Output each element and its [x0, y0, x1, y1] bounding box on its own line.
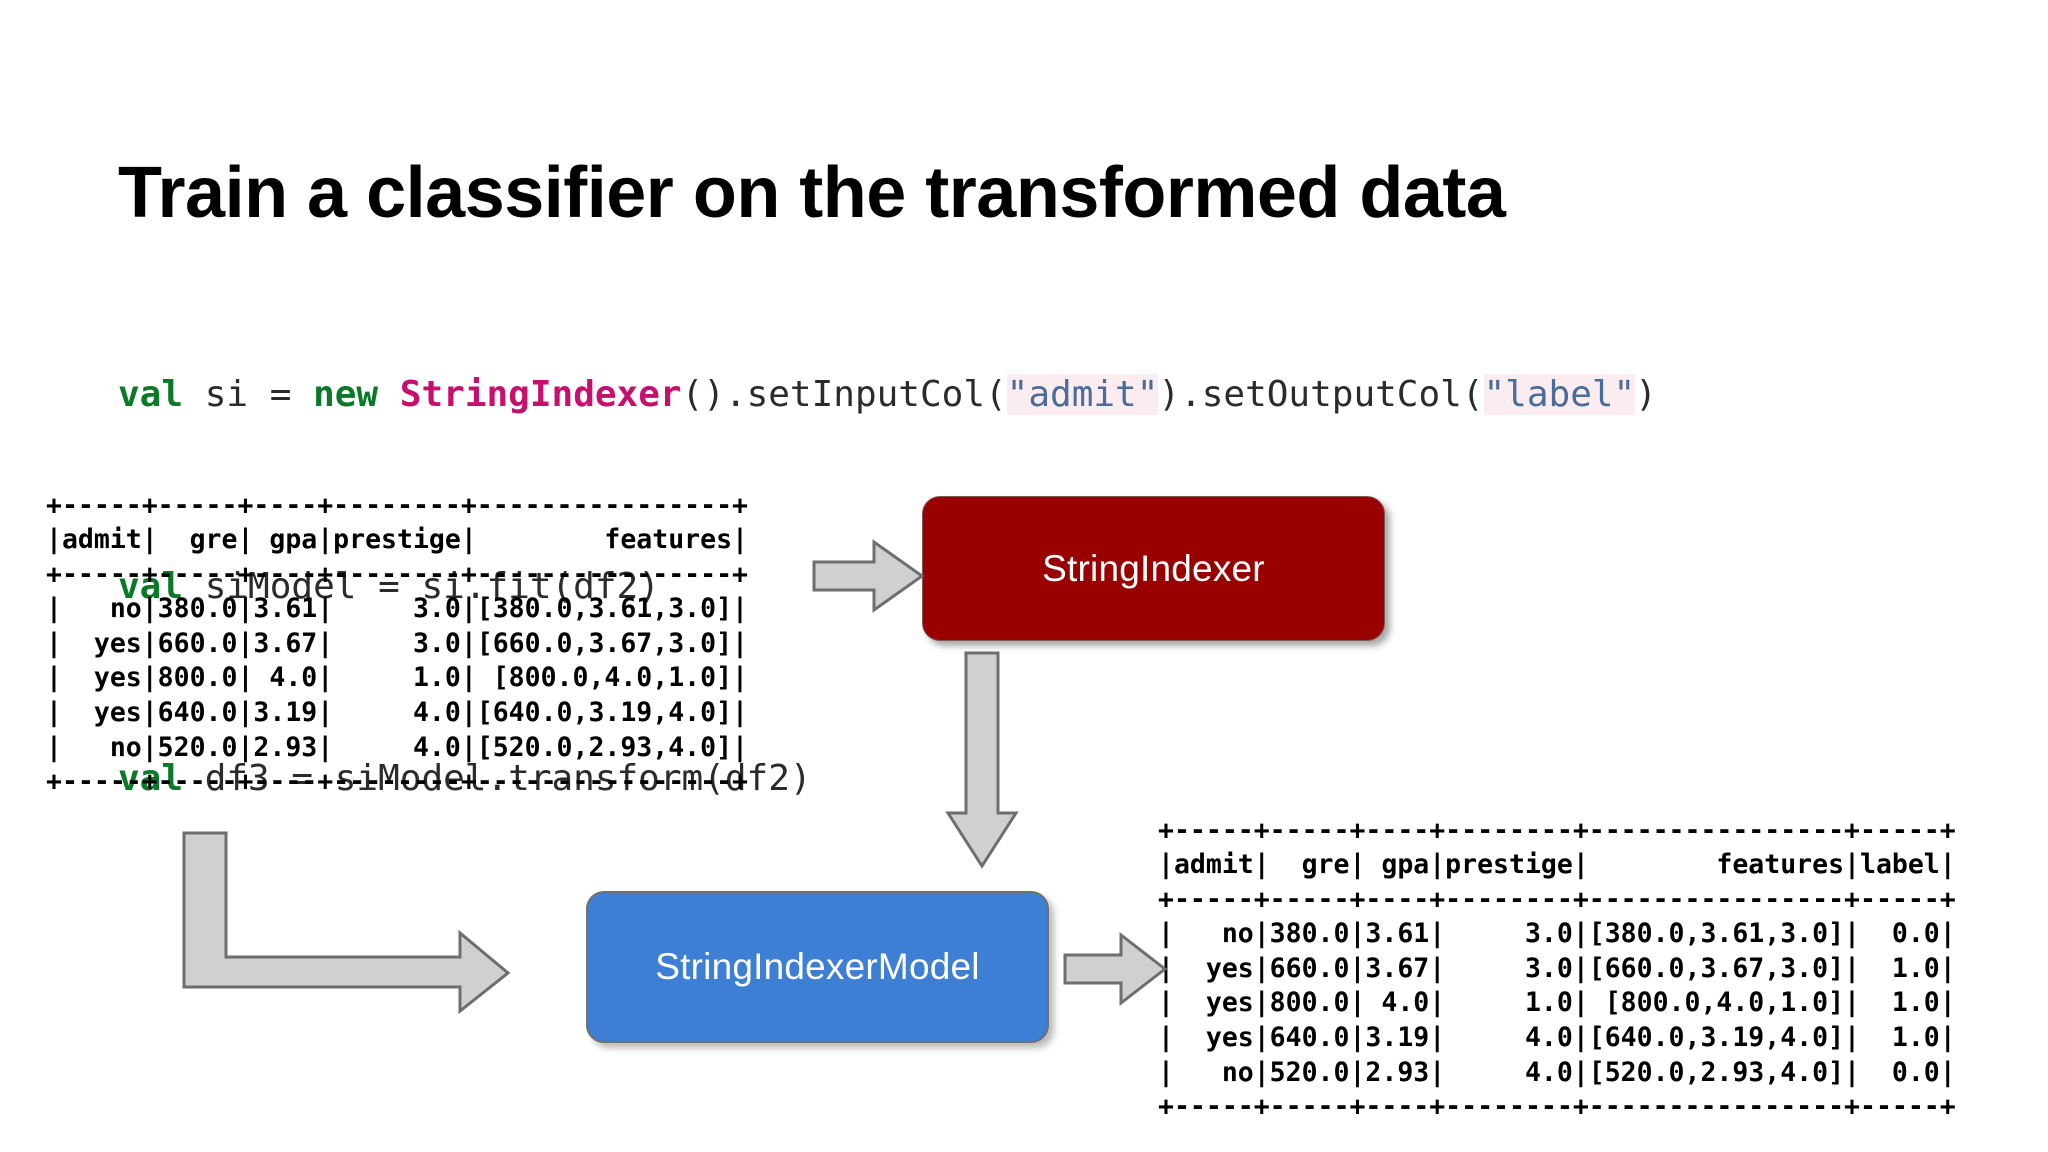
code-block: val si = new StringIndexer().setInputCol…: [118, 235, 1657, 875]
code-token-plain: [378, 374, 400, 415]
code-line-3: val df3 = siModel.transform(df2): [118, 747, 1657, 811]
stringindexermodel-label: StringIndexerModel: [655, 946, 980, 987]
stringindexer-estimator-box[interactable]: StringIndexer: [922, 496, 1385, 641]
arrow-right-icon: [812, 539, 925, 613]
code-token-plain: ): [1635, 374, 1657, 415]
code-token-plain: df3 = siModel.transform(df2): [183, 758, 812, 799]
code-token-plain: siModel = si.fit(df2): [183, 566, 660, 607]
arrow-elbow-down-right-icon: [182, 831, 511, 1015]
code-line-1: val si = new StringIndexer().setInputCol…: [118, 363, 1657, 427]
code-token-kw: val: [118, 374, 184, 415]
code-token-plain: si =: [183, 374, 314, 415]
page-title: Train a classifier on the transformed da…: [118, 153, 1506, 234]
code-line-2: val siModel = si.fit(df2): [118, 555, 1657, 619]
arrow-right-icon: [1063, 931, 1168, 1007]
stringindexer-label: StringIndexer: [1042, 547, 1265, 589]
output-dataframe-table: +-----+-----+----+--------+-------------…: [1158, 814, 1956, 1123]
code-token-plain: ).setOutputCol(: [1158, 374, 1484, 415]
code-token-type: StringIndexer: [399, 374, 682, 415]
code-token-kw: val: [118, 566, 184, 607]
code-token-plain: ().setInputCol(: [681, 374, 1007, 415]
stringindexermodel-box[interactable]: StringIndexerModel: [586, 891, 1049, 1043]
arrow-down-icon: [945, 651, 1019, 869]
code-token-str: "label": [1483, 374, 1636, 415]
code-token-str: "admit": [1006, 374, 1159, 415]
code-token-kw: val: [118, 758, 184, 799]
code-token-kw: new: [313, 374, 379, 415]
input-dataframe-table: +-----+-----+----+--------+-------------…: [46, 489, 748, 798]
